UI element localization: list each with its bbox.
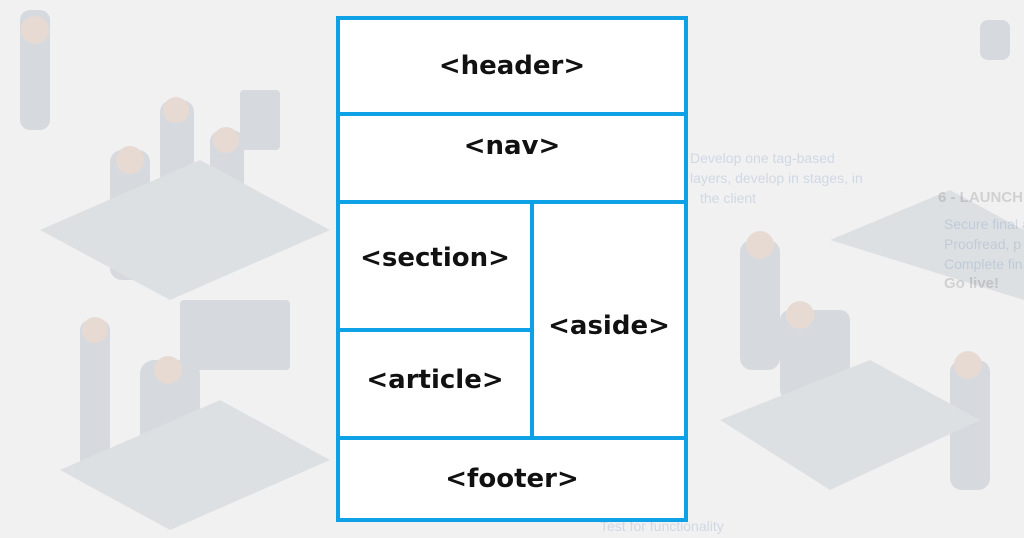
divider-nav-content xyxy=(340,200,684,204)
nav-label: <nav> xyxy=(463,131,561,161)
divider-header-nav xyxy=(340,112,684,116)
html5-layout-diagram: <header> <nav> <section> <article> <asid… xyxy=(336,16,688,522)
footer-label: <footer> xyxy=(445,464,579,494)
bg-heading-launch: 6 - LAUNCH xyxy=(938,189,1023,206)
section-block: <section> xyxy=(340,204,530,328)
bg-text-5: Proofread, p xyxy=(944,236,1022,252)
nav-block: <nav> xyxy=(340,116,684,200)
footer-block: <footer> xyxy=(340,440,684,518)
header-label: <header> xyxy=(438,51,586,81)
bg-text-3: the client xyxy=(700,190,757,206)
divider-section-article xyxy=(340,328,530,332)
section-label: <section> xyxy=(360,243,510,273)
header-block: <header> xyxy=(340,20,684,112)
bg-text-7: Go live! xyxy=(944,275,1000,292)
bg-text-8: Test for functionality xyxy=(600,518,724,534)
divider-content-footer xyxy=(340,436,684,440)
bg-text-1: Develop one tag-based xyxy=(690,150,835,166)
aside-block: <aside> xyxy=(534,204,684,436)
article-block: <article> xyxy=(340,332,530,436)
divider-main-aside xyxy=(530,204,534,436)
article-label: <article> xyxy=(366,365,504,395)
bg-text-6: Complete fin xyxy=(944,256,1023,272)
bg-text-4: Secure final a xyxy=(944,216,1024,232)
aside-label: <aside> xyxy=(548,311,670,341)
bg-text-2: layers, develop in stages, in xyxy=(690,170,863,186)
